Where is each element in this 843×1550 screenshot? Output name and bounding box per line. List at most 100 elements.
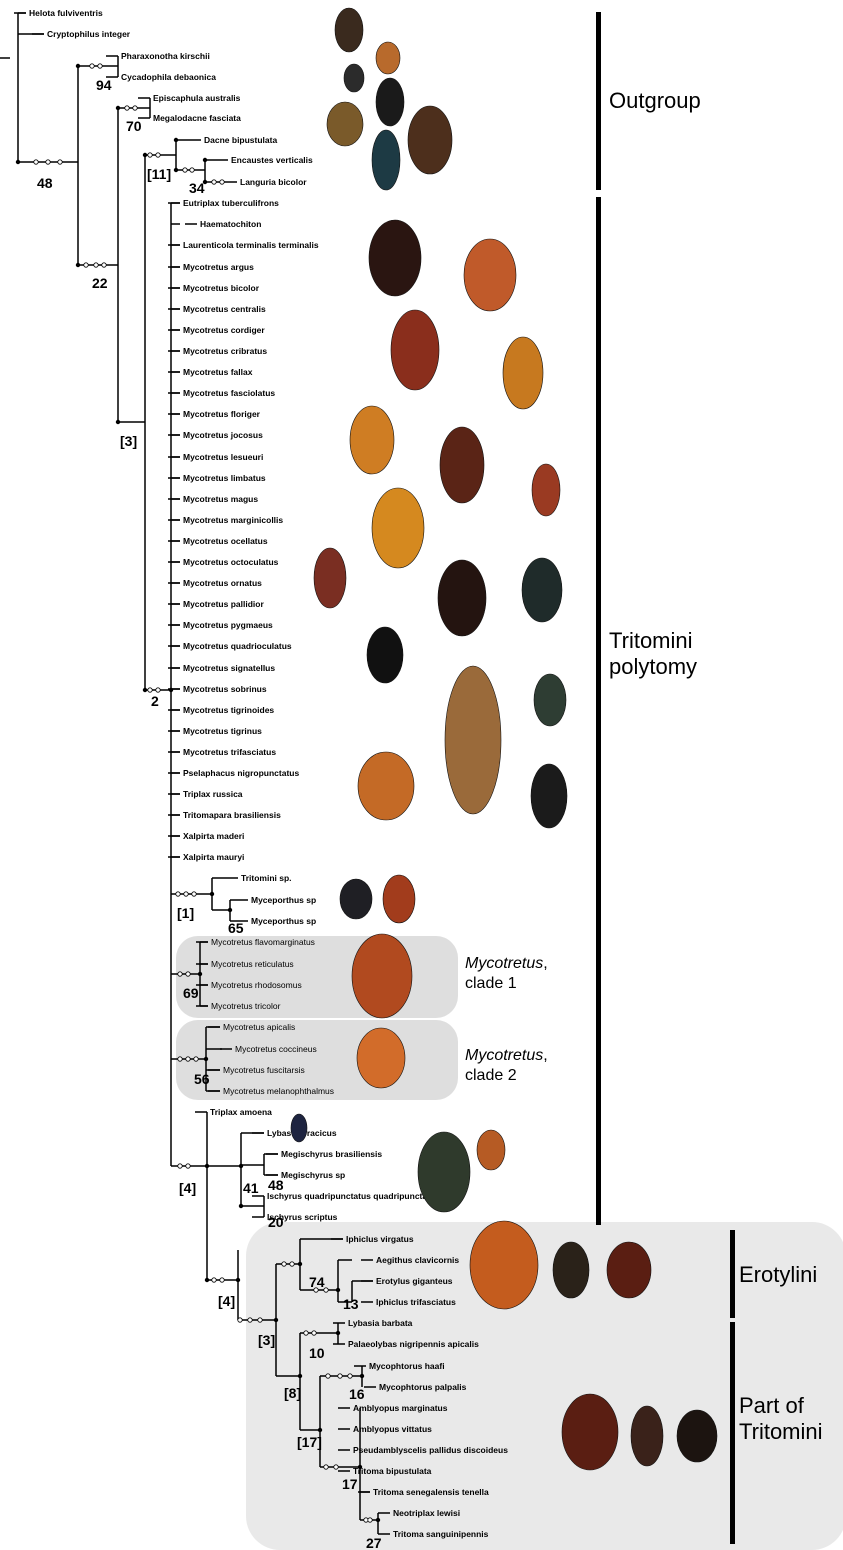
character-state-marker: [90, 64, 94, 68]
character-state-marker: [238, 1318, 242, 1322]
node-dot: [205, 1164, 209, 1168]
erotylini-beetle-2: [553, 1242, 589, 1298]
support-value: 48: [268, 1177, 284, 1193]
support-value: 16: [349, 1386, 365, 1402]
taxon-label: Dacne bipustulata: [204, 135, 277, 145]
character-state-marker: [186, 1164, 190, 1168]
character-state-marker: [125, 106, 129, 110]
polytomy-beetle-8: [372, 488, 424, 568]
character-state-marker: [324, 1465, 328, 1469]
taxon-label: Mycotretus lesueuri: [183, 452, 263, 462]
tritomini-polytomy-bar: [596, 197, 601, 1225]
taxon-label: Iphiclus virgatus: [346, 1234, 414, 1244]
taxon-label: Mycotretus centralis: [183, 304, 266, 314]
taxon-label: Xalpirta maderi: [183, 831, 244, 841]
taxon-label: Iphiclus trifasciatus: [376, 1297, 456, 1307]
taxon-label: Helota fulviventris: [29, 8, 103, 18]
character-state-marker: [220, 1278, 224, 1282]
polytomy-beetle-13: [445, 666, 501, 814]
support-value: 74: [309, 1274, 325, 1290]
outgroup-beetle-1: [335, 8, 363, 52]
character-state-marker: [326, 1374, 330, 1378]
support-value: [17]: [297, 1434, 322, 1450]
support-value: 22: [92, 275, 108, 291]
myceporthus-beetle-1: [340, 879, 372, 919]
polytomy-beetle-6: [440, 427, 484, 503]
outgroup-label: Outgroup: [609, 88, 701, 114]
node-dot: [116, 420, 120, 424]
support-value: 41: [243, 1180, 259, 1196]
character-state-marker: [186, 1057, 190, 1061]
polytomy-beetle-3: [391, 310, 439, 390]
character-state-marker: [178, 972, 182, 976]
support-value: 70: [126, 118, 142, 134]
megischyrus-beetle-1: [418, 1132, 470, 1212]
part-tritomini-beetle-3: [677, 1410, 717, 1462]
taxon-label: Mycotretus bicolor: [183, 283, 260, 293]
node-dot: [198, 972, 202, 976]
clade2-suffix: clade 2: [465, 1066, 548, 1086]
character-state-marker: [248, 1318, 252, 1322]
part-of-tritomini-label: Part of Tritomini: [739, 1393, 823, 1446]
character-state-marker: [290, 1262, 294, 1266]
support-value: 34: [189, 180, 205, 196]
taxon-label: Mycotretus floriger: [183, 409, 261, 419]
node-dot: [169, 688, 173, 692]
support-value: 56: [194, 1071, 210, 1087]
taxon-label: Triplax russica: [183, 789, 243, 799]
node-dot: [318, 1428, 322, 1432]
taxon-label: Mycotretus fasciolatus: [183, 388, 275, 398]
character-state-marker: [212, 180, 216, 184]
character-state-marker: [148, 688, 152, 692]
taxon-label: Lybasia barbata: [348, 1318, 413, 1328]
taxon-label: Mycotretus trifasciatus: [183, 747, 276, 757]
node-dot: [336, 1288, 340, 1292]
outgroup-beetle-2: [376, 42, 400, 74]
support-value: 13: [343, 1296, 359, 1312]
support-value: 48: [37, 175, 53, 191]
node-dot: [358, 1465, 362, 1469]
taxon-label: Palaeolybas nigripennis apicalis: [348, 1339, 479, 1349]
node-dot: [239, 1204, 243, 1208]
taxon-label: Myceporthus sp: [251, 916, 316, 926]
support-value: 17: [342, 1476, 358, 1492]
node-dot: [205, 1278, 209, 1282]
support-value: [4]: [218, 1293, 235, 1309]
polytomy-beetle-14: [534, 674, 566, 726]
taxon-label: Mycotretus cordiger: [183, 325, 265, 335]
taxon-label: Amblyopus marginatus: [353, 1403, 448, 1413]
node-dot: [204, 1057, 208, 1061]
taxon-label: Myceporthus sp: [251, 895, 316, 905]
taxon-label: Mycotretus apicalis: [223, 1022, 295, 1032]
node-dot: [239, 1164, 243, 1168]
polytomy-beetle-10: [438, 560, 486, 636]
support-value: [3]: [258, 1332, 275, 1348]
node-dot: [16, 160, 20, 164]
taxon-label: Mycotretus limbatus: [183, 473, 266, 483]
character-state-marker: [34, 160, 38, 164]
tritomini-polytomy-label: Tritomini polytomy: [609, 628, 697, 681]
taxon-label: Encaustes verticalis: [231, 155, 313, 165]
taxon-label: Pselaphacus nigropunctatus: [183, 768, 299, 778]
taxon-label: Haematochiton: [200, 219, 261, 229]
taxon-label: Amblyopus vittatus: [353, 1424, 432, 1434]
node-dot: [210, 892, 214, 896]
polytomy-beetle-15: [358, 752, 414, 820]
taxon-label: Tritoma bipustulata: [353, 1466, 432, 1476]
taxon-label: Cryptophilus integer: [47, 29, 131, 39]
character-state-marker: [176, 892, 180, 896]
part-tritomini-beetle-1: [562, 1394, 618, 1470]
clade1-suffix-a: ,: [543, 955, 547, 972]
node-dot: [143, 688, 147, 692]
character-state-marker: [194, 1057, 198, 1061]
support-value: 2: [151, 693, 159, 709]
outgroup-beetle-5: [327, 102, 363, 146]
taxon-label: Mycophtorus palpalis: [379, 1382, 467, 1392]
erotylini-beetle-3: [607, 1242, 651, 1298]
clade1-beetle: [352, 934, 412, 1018]
polytomy-beetle-2: [464, 239, 516, 311]
taxon-label: Pseudamblyscelis pallidus discoideus: [353, 1445, 508, 1455]
support-value: [11]: [147, 166, 171, 182]
support-value: 65: [228, 920, 244, 936]
